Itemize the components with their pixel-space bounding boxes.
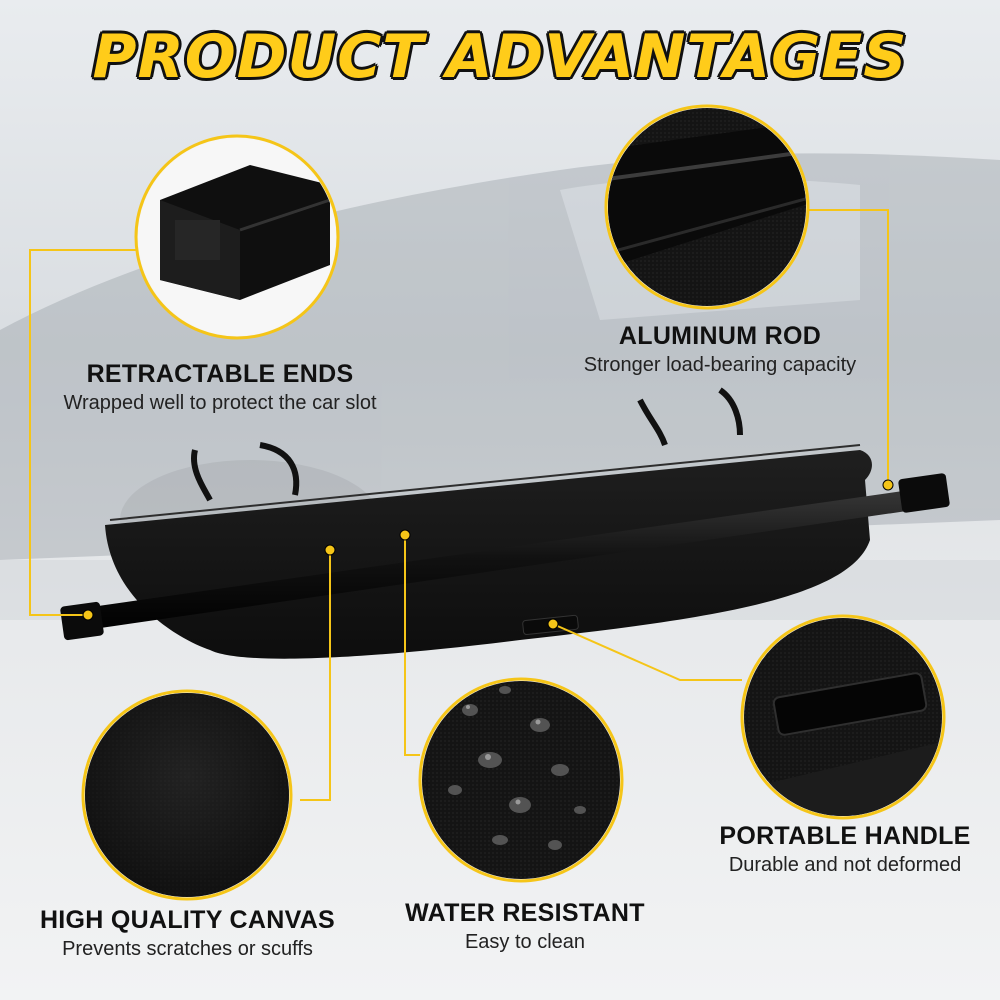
leader-lines [29, 209, 889, 801]
water-resistant-description: Easy to clean [464, 931, 586, 953]
portable-handle-title: PORTABLE HANDLE [719, 822, 971, 850]
leader-dots [82, 479, 894, 630]
strap-left [191, 442, 300, 502]
high-quality-canvas-title: HIGH QUALITY CANVAS [39, 906, 336, 934]
water-resistant-title: WATER RESISTANT [405, 899, 645, 927]
retractable-ends-description: Wrapped well to protect the car slot [63, 392, 377, 414]
aluminum-rod-illustration [60, 473, 950, 641]
strap-right [637, 387, 743, 447]
aluminum-rod-description: Stronger load-bearing capacity [583, 354, 857, 376]
retractable-ends-title: RETRACTABLE ENDS [86, 360, 354, 388]
aluminum-rod-title: ALUMINUM ROD [618, 322, 822, 350]
portable-handle-description: Durable and not deformed [728, 854, 962, 876]
page-title: PRODUCT ADVANTAGES [92, 22, 908, 92]
detail-circle-aluminum-rod [604, 104, 810, 310]
detail-circle-portable-handle [740, 614, 946, 820]
detail-circle-retractable-ends [134, 134, 340, 340]
high-quality-canvas-description: Prevents scratches or scuffs [62, 938, 313, 960]
detail-circle-water-resistant [418, 677, 624, 883]
detail-circle-high-quality-canvas [81, 689, 293, 901]
